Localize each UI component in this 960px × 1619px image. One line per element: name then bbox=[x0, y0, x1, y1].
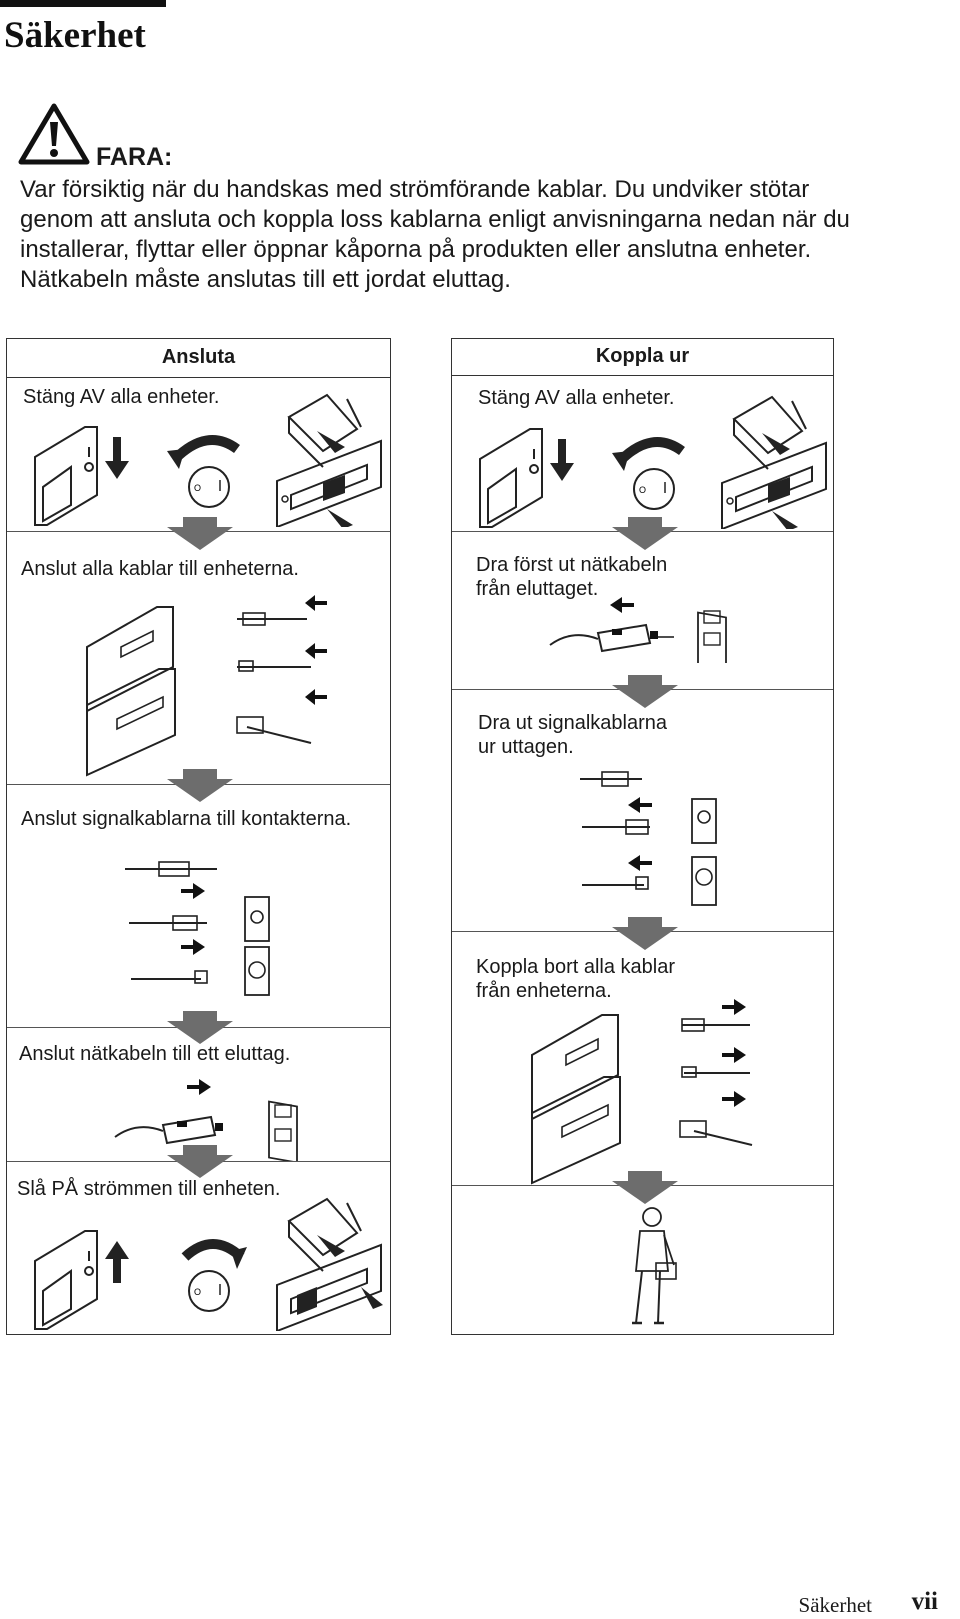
disconnect-cables-illustration bbox=[531, 999, 753, 1185]
power-on-illustration: O bbox=[34, 1197, 383, 1331]
down-arrow-icon bbox=[167, 517, 233, 550]
danger-label: FARA: bbox=[96, 143, 173, 171]
person-walking-away-icon bbox=[632, 1207, 677, 1325]
danger-text: Var försiktig när du handskas med strömf… bbox=[20, 176, 850, 293]
connect-step-1-text: Stäng AV alla enheter. bbox=[23, 386, 220, 408]
connect-step-4-text: Anslut nätkabeln till ett eluttag. bbox=[19, 1043, 291, 1065]
svg-text:O: O bbox=[194, 1287, 201, 1297]
top-rule bbox=[0, 0, 166, 7]
page-number: vii bbox=[911, 1588, 938, 1615]
connect-panel: Ansluta Stäng AV alla enheter. O Anslut … bbox=[6, 338, 391, 1335]
connect-step-3-text: Anslut signalkablarna till kontakterna. bbox=[21, 808, 352, 830]
disconnect-step-3-text: Dra ut signalkablarna ur uttagen. bbox=[478, 712, 667, 758]
disconnect-panel-title: Koppla ur bbox=[595, 345, 690, 367]
unplug-signal-cables-illustration bbox=[580, 771, 717, 906]
down-arrow-icon bbox=[612, 517, 678, 550]
svg-text:O: O bbox=[639, 485, 646, 495]
down-arrow-icon bbox=[167, 769, 233, 802]
disconnect-step-4-text: Koppla bort alla kablar från enheterna. bbox=[476, 956, 676, 1002]
connect-signal-cables-illustration bbox=[125, 861, 270, 996]
down-arrow-icon bbox=[612, 675, 678, 708]
power-off-illustration: O bbox=[479, 395, 827, 529]
down-arrow-icon bbox=[612, 917, 678, 950]
warning-triangle-icon bbox=[18, 103, 90, 165]
disconnect-step-1-text: Stäng AV alla enheter. bbox=[478, 387, 675, 409]
footer-section: Säkerhet bbox=[798, 1593, 872, 1617]
connect-title-divider bbox=[7, 377, 390, 378]
svg-text:O: O bbox=[194, 483, 201, 493]
page-title: Säkerhet bbox=[4, 15, 146, 56]
connect-power-cord-illustration bbox=[114, 1079, 298, 1161]
unplug-power-cord-illustration bbox=[549, 597, 727, 663]
disconnect-title-divider bbox=[452, 375, 833, 376]
connect-step-2-text: Anslut alla kablar till enheterna. bbox=[21, 558, 299, 580]
disconnect-step-2-text: Dra först ut nätkabeln från eluttaget. bbox=[476, 554, 668, 600]
connect-step-5-text: Slå PÅ strömmen till enheten. bbox=[17, 1178, 281, 1200]
down-arrow-icon bbox=[167, 1145, 233, 1178]
down-arrow-icon bbox=[612, 1171, 678, 1204]
disconnect-panel: Koppla ur Stäng AV alla enheter. O Dra f… bbox=[451, 338, 834, 1335]
down-arrow-icon bbox=[167, 1011, 233, 1044]
power-off-illustration: O bbox=[34, 393, 382, 527]
connect-cables-illustration bbox=[86, 595, 327, 777]
connect-panel-title: Ansluta bbox=[161, 346, 236, 368]
